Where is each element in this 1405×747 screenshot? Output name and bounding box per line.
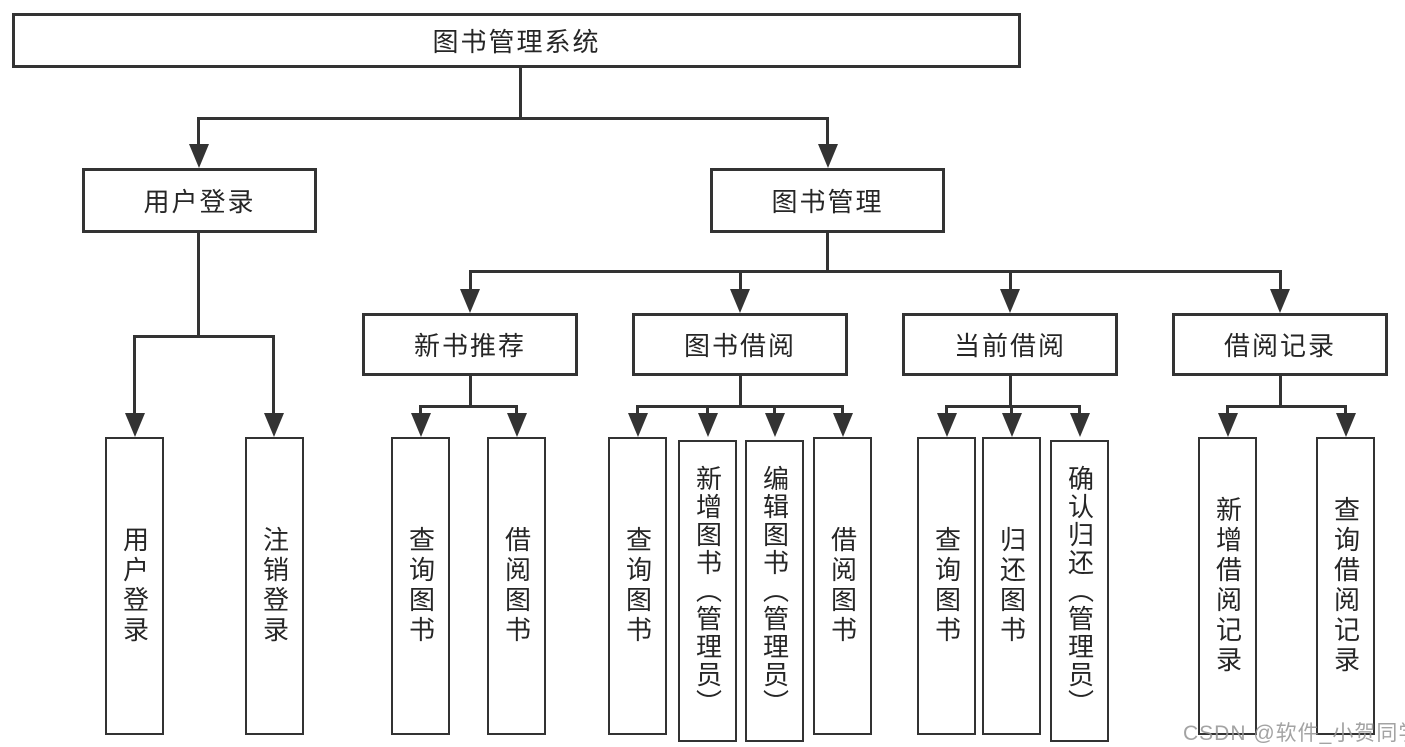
arrowhead-down <box>1217 413 1238 437</box>
connector-line <box>1010 406 1013 413</box>
connector-line <box>773 406 776 413</box>
connector-line <box>1344 406 1347 413</box>
arrowhead-down <box>124 413 145 437</box>
connector-line <box>419 404 518 408</box>
arrowhead-down <box>817 144 838 168</box>
connector-line <box>515 406 518 413</box>
arrowhead-down <box>263 413 284 437</box>
node-book-management: 图书管理 <box>710 168 945 233</box>
arrowhead-down <box>188 144 209 168</box>
arrowhead-down <box>1069 413 1090 437</box>
connector-line <box>1278 271 1282 289</box>
node-records-query-record: 查询借阅记录 <box>1316 437 1375 735</box>
connector-line <box>1278 376 1282 406</box>
node-user-login-leaf: 用户登录 <box>105 437 164 735</box>
node-recommend-query-books: 查询图书 <box>391 437 450 735</box>
watermark: CSDN @软件_小贺同学 <box>1183 722 1405 745</box>
arrowhead-down <box>697 413 718 437</box>
connector-line <box>419 406 422 413</box>
arrowhead-down <box>460 289 480 313</box>
node-recommend-borrow-books: 借阅图书 <box>487 437 546 735</box>
node-current-return-books: 归还图书 <box>982 437 1041 735</box>
connector-line <box>945 404 1081 408</box>
node-current-borrowing: 当前借阅 <box>902 313 1118 376</box>
connector-line <box>1226 406 1229 413</box>
node-logout-leaf: 注销登录 <box>245 437 304 735</box>
node-new-book-recommendation: 新书推荐 <box>362 313 578 376</box>
arrowhead-down <box>1335 413 1356 437</box>
node-borrowing-records: 借阅记录 <box>1172 313 1388 376</box>
node-borrow-query-books: 查询图书 <box>608 437 667 735</box>
connector-line <box>738 376 742 406</box>
node-current-query-books: 查询图书 <box>917 437 976 735</box>
node-user-login: 用户登录 <box>82 168 317 233</box>
arrowhead-down <box>627 413 648 437</box>
node-book-borrowing: 图书借阅 <box>632 313 848 376</box>
node-borrow-borrow-books: 借阅图书 <box>813 437 872 735</box>
arrowhead-down <box>1270 289 1290 313</box>
connector-line <box>738 271 742 289</box>
arrowhead-down <box>832 413 853 437</box>
arrowhead-down <box>1001 413 1022 437</box>
node-borrow-add-books-admin: 新增图书（管理员） <box>678 440 737 742</box>
node-borrow-edit-books-admin: 编辑图书（管理员） <box>745 440 804 742</box>
connector-line <box>826 233 829 271</box>
connector-line <box>636 406 639 413</box>
arrowhead-down <box>730 289 750 313</box>
arrowhead-down <box>410 413 431 437</box>
connector-line <box>945 406 948 413</box>
connector-line <box>197 116 829 120</box>
connector-line <box>1008 271 1012 289</box>
arrowhead-down <box>1000 289 1020 313</box>
connector-line <box>133 334 275 338</box>
connector-line <box>272 336 275 413</box>
connector-line <box>1078 406 1081 413</box>
connector-line <box>826 118 829 144</box>
connector-line <box>706 406 709 413</box>
connector-line <box>133 336 136 413</box>
connector-line <box>1226 404 1347 408</box>
connector-line <box>841 406 844 413</box>
connector-line <box>197 233 200 336</box>
connector-line <box>197 118 200 144</box>
connector-line <box>636 404 844 408</box>
connector-line <box>518 68 522 118</box>
node-current-confirm-return-admin: 确认归还（管理员） <box>1050 440 1109 742</box>
connector-line <box>468 271 472 289</box>
connector-line <box>1008 376 1012 406</box>
arrowhead-down <box>936 413 957 437</box>
node-library-management-system: 图书管理系统 <box>12 13 1021 68</box>
arrowhead-down <box>764 413 785 437</box>
connector-line <box>468 376 472 406</box>
connector-line <box>468 269 1282 273</box>
arrowhead-down <box>506 413 527 437</box>
node-records-add-record: 新增借阅记录 <box>1198 437 1257 735</box>
